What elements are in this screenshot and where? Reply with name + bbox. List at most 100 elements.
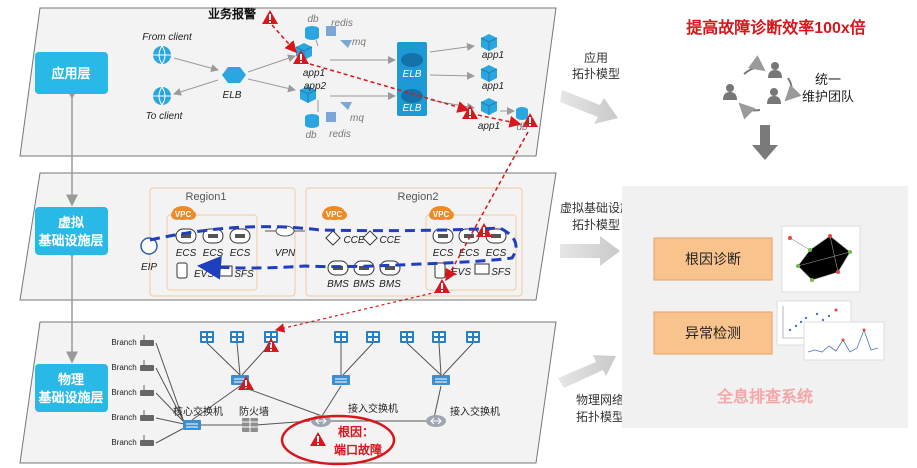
app-topology-label-1: 应用	[584, 50, 608, 65]
ecs-label-3: ECS	[230, 248, 251, 259]
db-label-bottom: db	[305, 130, 317, 141]
virtual-layer-plane	[19, 172, 557, 301]
virtual-topology-label-2: 拓扑模型	[572, 218, 620, 232]
cce-icon-2	[362, 230, 378, 246]
anomaly-detection-label: 异常检测	[685, 325, 741, 341]
core-switch-icon	[182, 419, 202, 431]
sfs-icon-2	[474, 263, 490, 275]
app1-label-left: app1	[303, 68, 325, 79]
sfs-label-2: SFS	[491, 267, 511, 278]
ecs-label-5: ECS	[459, 248, 480, 259]
physical-topology-label-1: 物理网络	[576, 392, 624, 407]
db-label-right: db	[516, 122, 528, 133]
redis-icon-top	[326, 26, 336, 36]
globe-icon-to	[153, 86, 171, 106]
branch-label-3: Branch	[111, 388, 136, 397]
firewall-label: 防火墙	[239, 405, 269, 418]
db-icon-right	[516, 107, 528, 120]
evs-icon-1	[176, 262, 188, 279]
evs-label-1: EVS	[194, 269, 214, 280]
person-icon-top	[768, 62, 782, 78]
server-icon-6	[400, 331, 414, 343]
db-icon-top	[305, 26, 319, 40]
region2-label: Region2	[398, 191, 439, 203]
down-arrow-icon	[752, 125, 778, 160]
access-switch-label-1: 接入交换机	[348, 402, 398, 415]
branch-label-5: Branch	[111, 438, 136, 447]
ecs-label-6: ECS	[486, 248, 507, 259]
tor-switch-icon-3	[431, 374, 451, 386]
tor-switch-icon-2	[331, 374, 351, 386]
layer-label-virtual-1: 虚拟	[58, 215, 84, 230]
team-icon	[723, 55, 802, 120]
gray-arrow-app	[560, 90, 618, 124]
cce-label-1: CCE	[343, 235, 364, 246]
elb-label-2: ELB	[403, 69, 422, 80]
root-cause-diagnosis-button: 根因诊断	[653, 237, 773, 281]
vpc-label-1: VPC	[175, 210, 192, 219]
app1-label-right-3: app1	[478, 121, 500, 132]
right-panel: 提高故障诊断效率100x倍 统一 维护团队 根因诊断 异常检测	[622, 18, 908, 428]
vpc-label-3: VPC	[433, 210, 450, 219]
redis-label-bottom: redis	[329, 129, 351, 140]
branch-label-2: Branch	[111, 363, 136, 372]
region2-box	[305, 187, 523, 297]
root-cause-label-1: 根因：	[338, 424, 374, 439]
sfs-label-1: SFS	[234, 269, 254, 280]
server-icon-8	[466, 331, 480, 343]
branch-label-1: Branch	[111, 338, 136, 347]
branch-label-4: Branch	[111, 413, 136, 422]
bms-icon-3	[379, 260, 401, 276]
layer-box-app: 应用层	[35, 52, 108, 94]
gray-arrow-virtual	[560, 236, 620, 266]
layer-box-virtual: 虚拟 基础设施层	[35, 207, 108, 255]
gray-arrow-physical	[558, 355, 616, 388]
person-icon-left	[723, 84, 737, 100]
from-client-label: From client	[142, 32, 193, 43]
layer-label-virtual-2: 基础设施层	[37, 233, 103, 248]
evs-label-2: EVS	[451, 267, 471, 278]
server-icon-1	[200, 331, 214, 343]
branch-group: Branch Branch Branch Branch Branch	[111, 334, 185, 447]
app1-label-right-1: app1	[482, 50, 504, 61]
eip-icon	[140, 237, 158, 255]
layer-label-app: 应用层	[51, 66, 90, 81]
app-topology-label-2: 拓扑模型	[572, 67, 620, 81]
elb-label-3: ELB	[403, 103, 422, 114]
alert-label: 业务报警	[208, 6, 256, 21]
db-icon-bottom	[305, 114, 319, 128]
app-layer-content: 业务报警 From client To client ELB app1 app2	[142, 6, 538, 141]
mq-icon-top	[340, 40, 352, 48]
evs-icon-2	[434, 262, 446, 279]
topology-models: 应用 拓扑模型 虚拟基础设施 拓扑模型 物理网络 拓扑模型	[558, 50, 632, 424]
firewall-icon	[242, 418, 258, 432]
blue-traffic-path	[149, 225, 518, 280]
app2-label: app2	[304, 81, 327, 92]
team-label-1: 统一	[815, 72, 841, 87]
to-client-label: To client	[146, 111, 184, 122]
root-cause-ellipse	[280, 414, 396, 466]
cce-label-2: CCE	[379, 235, 400, 246]
root-cause-label-2: 端口故障	[334, 442, 382, 457]
app1-label-right-2: app1	[482, 81, 504, 92]
core-switch-label: 核心交换机	[173, 405, 223, 418]
physical-topology-label-2: 拓扑模型	[576, 410, 624, 424]
mq-label-top: mq	[352, 37, 366, 48]
mq-label-bottom: mq	[350, 113, 364, 124]
server-icon-7	[432, 331, 446, 343]
person-icon-right	[767, 88, 781, 104]
redis-icon-bottom	[326, 112, 336, 122]
bms-label-1: BMS	[327, 279, 349, 290]
anomaly-detection-button: 异常检测	[653, 311, 773, 355]
virtual-topology-label-1: 虚拟基础设施	[560, 201, 632, 215]
mq-icon-bottom	[340, 102, 352, 110]
graph-thumbnail	[781, 225, 861, 293]
elb-hex-icon	[222, 67, 246, 83]
layer-box-physical: 物理 基础设施层	[35, 364, 108, 412]
bms-label-2: BMS	[353, 279, 375, 290]
server-icon-4	[334, 331, 348, 343]
headline: 提高故障诊断效率100x倍	[686, 18, 866, 37]
access-router-icon-2	[425, 414, 447, 428]
physical-layer-content: Branch Branch Branch Branch Branch 核心交换机…	[111, 331, 500, 466]
